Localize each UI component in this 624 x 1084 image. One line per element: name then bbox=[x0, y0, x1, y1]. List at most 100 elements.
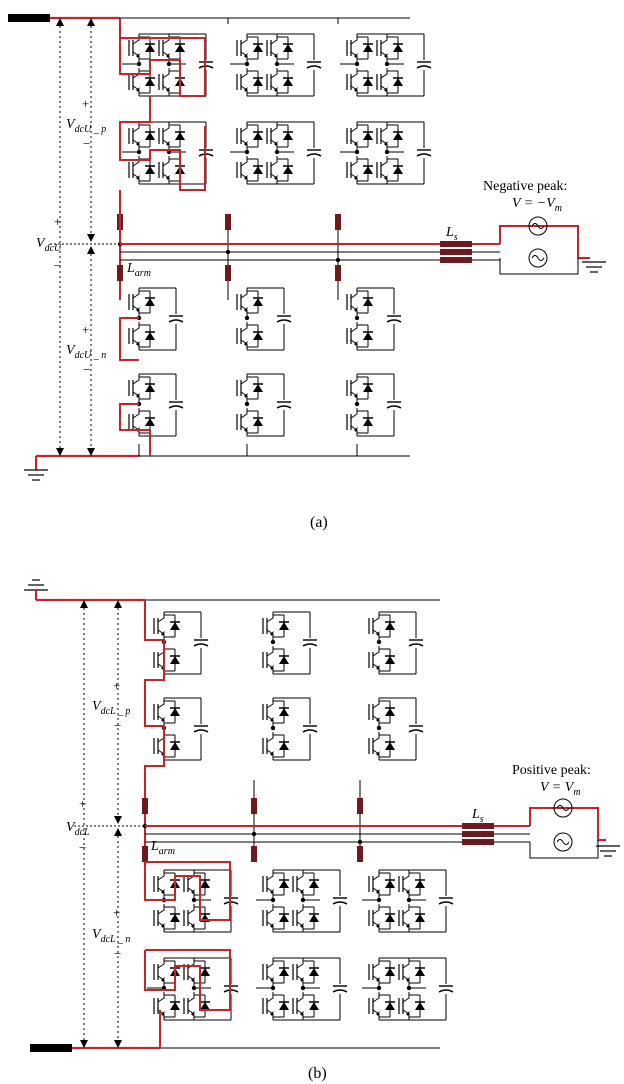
upper-sm-b-1-s1-emitter-arrow bbox=[244, 141, 248, 146]
upper-sm-a-0-s2-emitter-arrow bbox=[166, 53, 170, 58]
upper-sm-a-1-s3-diode-icon bbox=[253, 78, 263, 86]
lower-sm-a-1-capacitor-icon-plate bbox=[332, 901, 348, 905]
ls-inductor-icon bbox=[440, 249, 472, 255]
lower-sm-b-2-s2-diode-icon bbox=[363, 418, 373, 426]
upper-sm-a-1-s1-emitter bbox=[266, 629, 274, 640]
plus-sign: + bbox=[79, 796, 86, 811]
lower-sm-a-1-s4-collector bbox=[296, 904, 304, 915]
arm-inductor-icon bbox=[335, 265, 341, 281]
upper-sm-a-1-s2-emitter bbox=[266, 663, 274, 674]
upper-sm-b-2-s2-emitter-arrow bbox=[376, 751, 380, 756]
plus-sign: + bbox=[113, 678, 120, 693]
upper-sm-b-1-s3-emitter bbox=[240, 173, 248, 184]
lower-sm-b-2-s2-emitter bbox=[402, 975, 410, 986]
upper-sm-a-2-s3-emitter bbox=[350, 85, 358, 96]
upper-sm-a-0-s2-diode-icon bbox=[175, 44, 185, 52]
lower-sm-b-0-s1-diode-icon bbox=[145, 384, 155, 392]
lower-sm-b-2-s2-emitter-arrow bbox=[406, 977, 410, 982]
upper-sm-b-1-s2-collector bbox=[266, 732, 274, 743]
lower-sm-b-1-s1-diode-icon bbox=[279, 968, 289, 976]
dc-terminal bbox=[30, 1044, 72, 1052]
v-upper-arrow-head-bottom bbox=[87, 234, 95, 242]
minus-sign: − bbox=[114, 946, 121, 961]
lower-sm-b-0-s4-emitter-arrow bbox=[191, 1011, 195, 1016]
current-path bbox=[119, 403, 151, 456]
lower-sm-a-2-s4-emitter-arrow bbox=[406, 923, 410, 928]
upper-sm-b-1-s1-emitter bbox=[240, 139, 248, 150]
upper-sm-a-1-s4-emitter-arrow bbox=[274, 87, 278, 92]
upper-sm-a-0-s2-diode-icon bbox=[170, 656, 180, 664]
lower-sm-a-0-s2-diode-icon bbox=[200, 880, 210, 888]
lower-sm-b-1-s3-emitter-arrow bbox=[270, 1011, 274, 1016]
upper-sm-b-1-s3-diode-icon bbox=[253, 166, 263, 174]
upper-sm-a-2-capacitor-icon-plate bbox=[408, 643, 424, 647]
upper-sm-a-1-s3-collector bbox=[240, 68, 248, 79]
ls-inductor-icon bbox=[462, 839, 494, 845]
upper-sm-a-2-mid bbox=[376, 639, 382, 645]
lower-sm-b-2-s1-emitter-arrow bbox=[376, 977, 380, 982]
upper-sm-a-2-s4-collector bbox=[380, 68, 388, 79]
lower-sm-b-0-s2-diode-icon bbox=[200, 968, 210, 976]
lower-sm-a-2-s3-collector bbox=[372, 904, 380, 915]
lower-sm-a-0-s2-collector bbox=[132, 322, 140, 333]
lower-sm-a-2-s2-collector bbox=[350, 322, 358, 333]
upper-sm-a-1-s3-emitter bbox=[240, 85, 248, 96]
upper-sm-b-0-s1-emitter-arrow bbox=[136, 141, 140, 146]
grid-wire bbox=[529, 840, 599, 859]
v-lower-label: VdcL _ n bbox=[92, 927, 130, 945]
upper-sm-a-1-s2-emitter bbox=[270, 51, 278, 62]
caption-b: (b) bbox=[308, 1065, 327, 1082]
ls-inductor-icon bbox=[440, 241, 472, 247]
upper-sm-b-2-s2-diode-icon bbox=[385, 742, 395, 750]
lower-sm-b-0-s2-collector bbox=[132, 408, 140, 419]
upper-sm-b-2-s3-diode-icon bbox=[363, 166, 373, 174]
upper-sm-b-0-s1-diode-icon bbox=[145, 132, 155, 140]
peak-equation: V = −Vm bbox=[512, 196, 562, 214]
lower-sm-a-2-s1-diode-icon bbox=[363, 298, 373, 306]
lower-sm-a-2-s2-emitter bbox=[402, 887, 410, 898]
upper-sm-b-1-mid bbox=[270, 725, 276, 731]
upper-sm-a-0-capacitor-icon-plate bbox=[193, 643, 209, 647]
upper-sm-b-1-s1-emitter-arrow bbox=[270, 717, 274, 722]
l-s-label: Ls bbox=[471, 807, 484, 825]
upper-sm-a-1-s2-emitter-arrow bbox=[270, 665, 274, 670]
lower-sm-a-1-s4-emitter bbox=[296, 921, 304, 932]
lower-sm-b-1-s1-collector bbox=[266, 958, 274, 969]
v-total-label: VdcL bbox=[66, 820, 90, 838]
upper-sm-a-1-s1-diode-icon bbox=[253, 44, 263, 52]
lower-sm-a-2-s1-emitter-arrow bbox=[376, 889, 380, 894]
upper-sm-b-0-s1-collector bbox=[157, 698, 165, 709]
upper-sm-b-2-s3-collector bbox=[350, 156, 358, 167]
upper-sm-b-0-s1-emitter bbox=[157, 715, 165, 726]
arm-inductor-icon bbox=[251, 846, 257, 862]
lower-sm-b-0-s3-emitter-arrow bbox=[161, 1011, 165, 1016]
lower-sm-b-0-s3-diode-icon bbox=[170, 1002, 180, 1010]
lower-sm-a-1-s2-collector bbox=[296, 870, 304, 881]
upper-sm-b-1-s3-emitter-arrow bbox=[244, 175, 248, 180]
lower-sm-b-1-s1-collector bbox=[240, 374, 248, 385]
peak-title: Positive peak: bbox=[512, 763, 591, 778]
lower-sm-a-1-s1-emitter bbox=[266, 887, 274, 898]
current-path bbox=[119, 96, 206, 191]
lower-sm-a-2-mid bbox=[354, 315, 360, 321]
upper-sm-a-0-s4-emitter-arrow bbox=[166, 87, 170, 92]
lower-sm-b-0-s1-collector bbox=[157, 958, 165, 969]
dc-terminal bbox=[8, 14, 50, 22]
lower-sm-a-0-s3-emitter-arrow bbox=[161, 923, 165, 928]
arm-inductor-icon bbox=[357, 846, 363, 862]
lower-sm-a-1-s1-emitter bbox=[240, 305, 248, 316]
upper-sm-b-2-s4-collector bbox=[380, 156, 388, 167]
upper-sm-a-1-capacitor-icon-plate bbox=[306, 65, 322, 69]
lower-sm-b-1-s2-diode-icon bbox=[309, 968, 319, 976]
lower-sm-a-2-s3-emitter bbox=[372, 921, 380, 932]
upper-sm-b-1-s2-diode-icon bbox=[279, 742, 289, 750]
lower-sm-b-1-s3-diode-icon bbox=[279, 1002, 289, 1010]
minus-sign: − bbox=[83, 362, 90, 377]
lower-sm-b-2-capacitor-icon-plate bbox=[438, 989, 454, 993]
lower-sm-b-1-s2-emitter bbox=[240, 425, 248, 436]
lower-sm-b-1-s2-emitter bbox=[296, 975, 304, 986]
upper-sm-b-1-s4-emitter bbox=[270, 173, 278, 184]
upper-sm-b-1-s2-emitter-arrow bbox=[270, 751, 274, 756]
upper-sm-a-2-s1-emitter bbox=[350, 51, 358, 62]
upper-sm-a-0-s3-diode-icon bbox=[145, 78, 155, 86]
